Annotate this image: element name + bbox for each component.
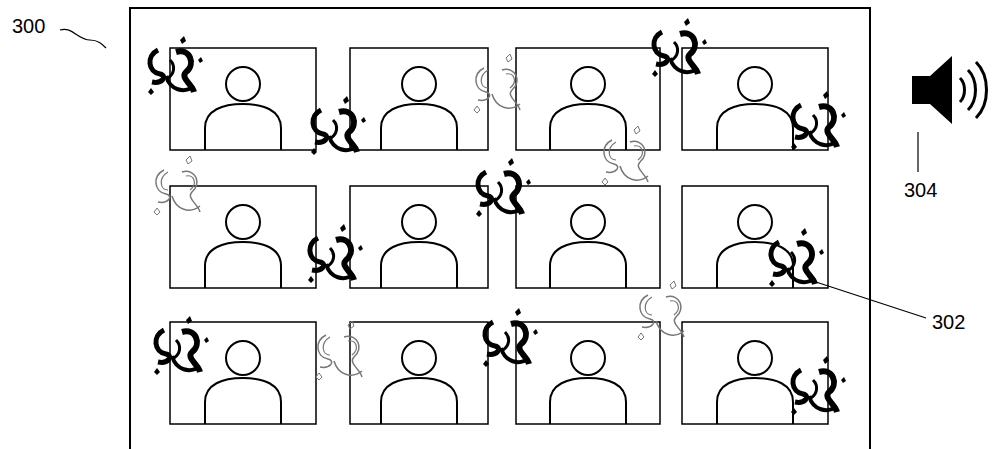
participant-icons — [205, 67, 793, 424]
confetti-outline — [154, 54, 684, 380]
screen-frame — [130, 8, 870, 449]
callout-number: 304 — [904, 180, 937, 200]
video-tiles — [170, 48, 828, 424]
leader-line — [917, 132, 918, 172]
confetti-filled — [148, 18, 846, 415]
callout-number: 302 — [932, 312, 965, 332]
callout-number: 300 — [12, 16, 45, 36]
speaker-icon — [912, 56, 987, 124]
leader-line — [60, 29, 106, 48]
leader-line — [816, 282, 926, 318]
